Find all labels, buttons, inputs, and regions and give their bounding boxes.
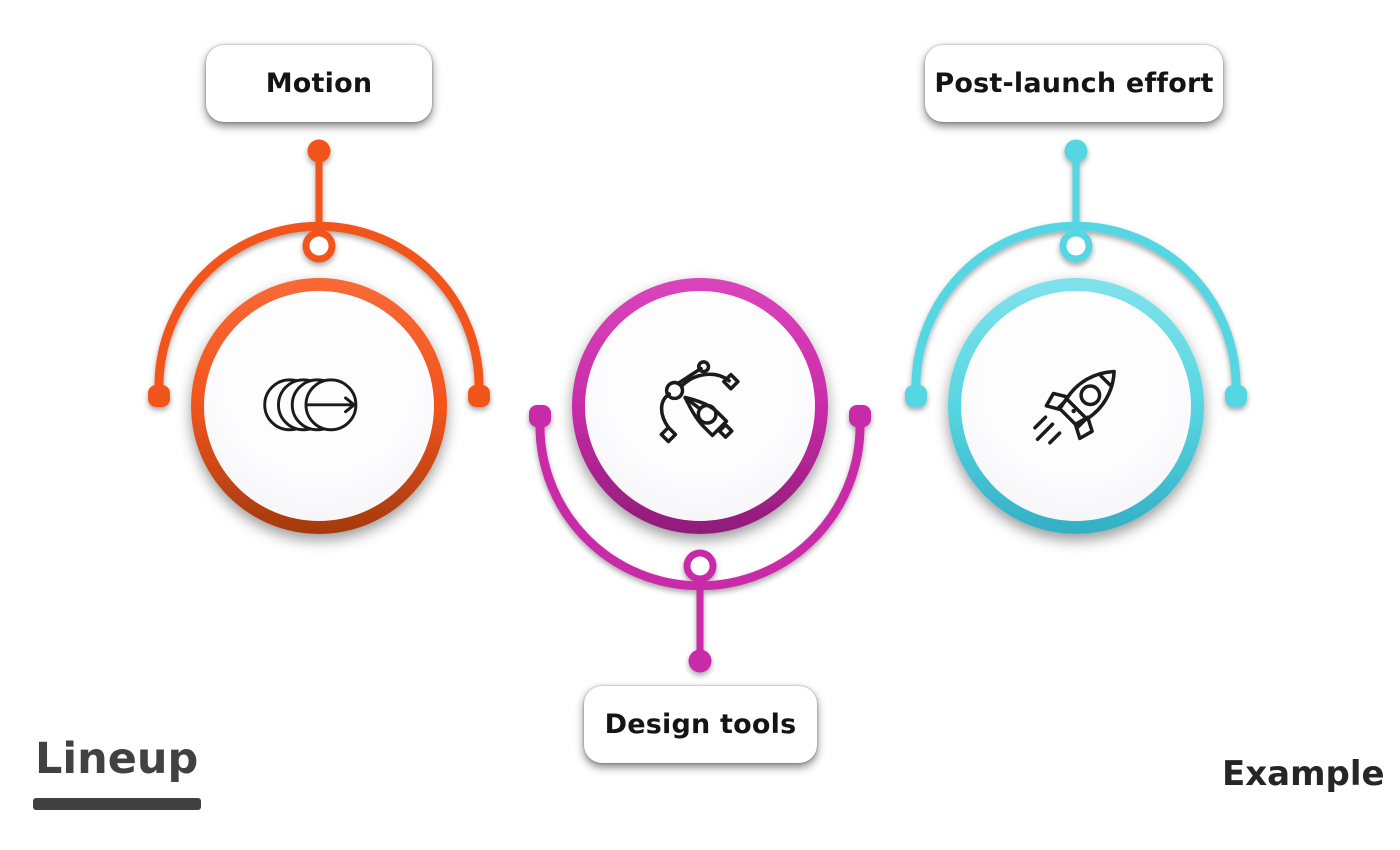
design-tools-step-circle — [572, 278, 828, 534]
design-tools-label-card: Design tools — [584, 686, 817, 763]
design-tools-arc-endpoint-left-dot — [529, 405, 551, 427]
motion-arc-endpoint-left-dot — [148, 385, 170, 407]
post-launch-connector — [905, 139, 1247, 407]
design-tools-stem-dot — [688, 649, 712, 673]
post-launch-node-center — [1066, 236, 1086, 256]
post-launch-label-text: Post-launch effort — [934, 68, 1214, 99]
rocket-icon — [1033, 369, 1116, 445]
watermark-text: Example — [1222, 754, 1385, 794]
motion-stem-dot — [307, 139, 331, 163]
design-tools-connector — [529, 405, 871, 673]
post-launch-stem-dot — [1064, 139, 1088, 163]
footer-title-underline — [33, 798, 201, 810]
pen-tool-icon — [659, 360, 740, 444]
motion-node-center — [309, 236, 329, 256]
design-tools-node-center — [690, 556, 710, 576]
design-tools-label-text: Design tools — [604, 709, 797, 740]
design-tools-arc-endpoint-right-dot — [849, 405, 871, 427]
motion-label-card: Motion — [206, 45, 432, 122]
design-tools-circle-face — [585, 291, 815, 521]
post-launch-label-card: Post-launch effort — [925, 45, 1223, 122]
post-launch-arc-endpoint-right-dot — [1225, 385, 1247, 407]
motion-label-text: Motion — [265, 68, 373, 99]
post-launch-arc-endpoint-left-dot — [905, 385, 927, 407]
footer-title: Lineup — [35, 734, 199, 784]
motion-connector — [148, 139, 490, 407]
motion-arc-endpoint-right-dot — [468, 385, 490, 407]
motion-frames-arrow-icon — [263, 378, 358, 432]
